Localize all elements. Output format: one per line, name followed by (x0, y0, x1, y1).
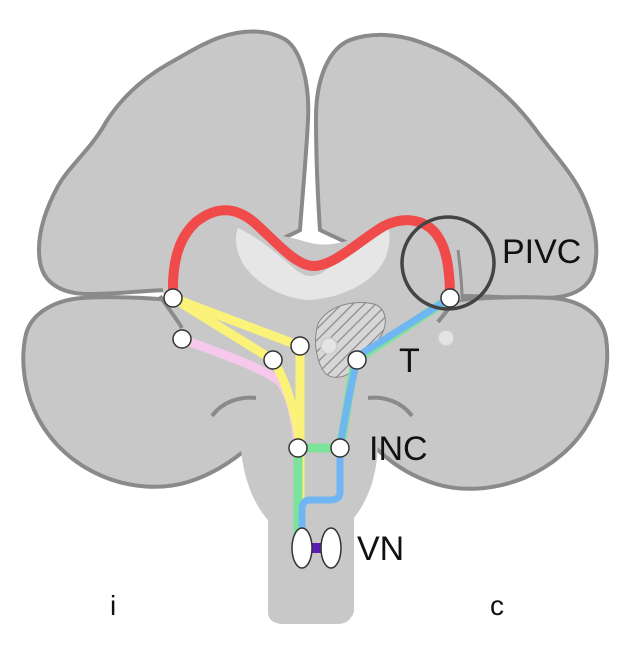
left-temporal-sulcus (210, 395, 257, 418)
left-sulcus (158, 294, 184, 330)
node-inc-left (288, 438, 308, 458)
brain-coronal-section (21, 29, 610, 624)
node-right-pivc (440, 288, 460, 308)
right-sulcus-2 (456, 249, 464, 299)
node-inc-right (330, 438, 350, 458)
node-left-lower (172, 329, 192, 349)
ventricle (235, 228, 390, 300)
node-vn-left (291, 527, 313, 569)
label-t: T (399, 342, 420, 380)
nodes (163, 288, 460, 569)
label-pivc: PIVC (502, 233, 581, 271)
label-vn: VN (357, 530, 404, 568)
node-left-thalamus-a (263, 350, 283, 370)
node-gray-right (437, 329, 455, 347)
pivc-circle (400, 215, 496, 311)
node-vn-right (320, 527, 342, 569)
right-temporal-sulcus (367, 395, 414, 418)
label-inc: INC (369, 430, 428, 468)
central-core (162, 231, 468, 622)
label-ipsilateral: i (110, 590, 116, 621)
node-right-thalamus (347, 350, 367, 370)
pathway-blue (298, 294, 454, 552)
pathway-red-arch (167, 205, 455, 303)
node-left-cortex (163, 288, 183, 308)
node-left-thalamus-b (290, 336, 310, 356)
node-gray-center (320, 337, 338, 355)
label-contralateral: c (490, 590, 504, 621)
